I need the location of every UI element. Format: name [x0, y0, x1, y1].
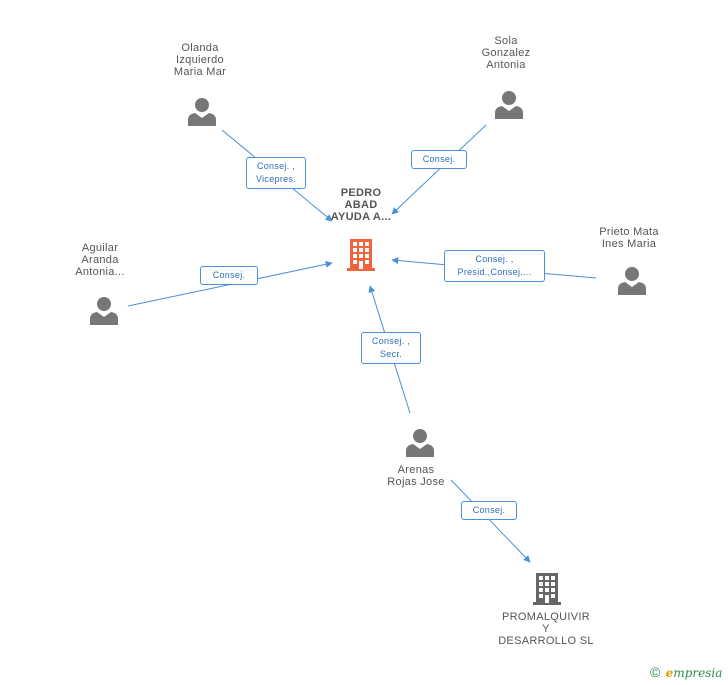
empresia-logo[interactable]: © empresia: [650, 664, 722, 680]
edge-label-olanda[interactable]: Consej. , Vicepres.: [246, 157, 306, 189]
company-name-promalquivir[interactable]: PROMALQUIVIR Y DESARROLLO SL: [498, 611, 594, 647]
edge-label-prieto[interactable]: Consej. , Presid.,Consej....: [444, 250, 545, 282]
edge-sola: [391, 124, 487, 215]
person-name-prieto[interactable]: Prieto Mata Ines Maria: [599, 226, 659, 250]
person-name-aguilar[interactable]: Aguilar Aranda Antonia...: [75, 242, 125, 278]
edge-arenas-promal: [450, 479, 531, 563]
person-icon[interactable]: [187, 96, 217, 126]
person-name-sola[interactable]: Sola Gonzalez Antonia: [481, 35, 531, 71]
edge-label-sola[interactable]: Consej.: [411, 150, 467, 169]
person-icon[interactable]: [617, 265, 647, 295]
brand-rest: mpresia: [673, 666, 723, 680]
edge-label-arenas-promal[interactable]: Consej.: [461, 501, 517, 520]
edge-label-aguilar[interactable]: Consej.: [200, 266, 258, 285]
person-name-olanda[interactable]: Olanda Izquierdo Maria Mar: [173, 42, 227, 78]
building-icon[interactable]: [347, 237, 379, 271]
person-icon[interactable]: [494, 89, 524, 119]
person-icon[interactable]: [405, 427, 435, 457]
person-name-arenas[interactable]: Arenas Rojas Jose: [387, 464, 445, 488]
edge-label-arenas[interactable]: Consej. , Secr.: [361, 332, 421, 364]
center-company-name[interactable]: PEDRO ABAD AYUDA A...: [330, 187, 392, 223]
copyright-icon: ©: [650, 664, 661, 680]
brand-initial: e: [665, 666, 674, 680]
building-icon[interactable]: [533, 571, 565, 605]
person-icon[interactable]: [89, 295, 119, 325]
